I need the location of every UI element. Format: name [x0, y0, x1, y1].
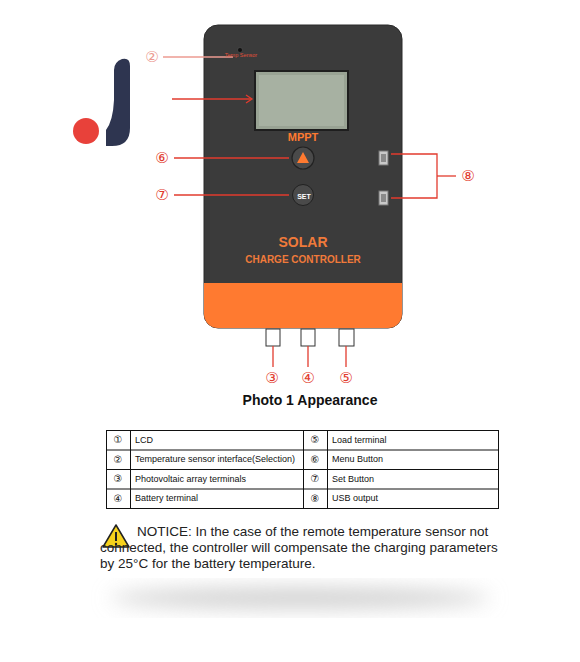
- table-cell: Battery terminal: [131, 490, 302, 508]
- terminal: [266, 329, 280, 346]
- callout-number: ④: [301, 371, 314, 386]
- callout-number: ⑤: [339, 371, 352, 386]
- leader-line: [163, 56, 233, 57]
- callout-number: ②: [145, 50, 158, 65]
- lcd-screen: [255, 71, 348, 130]
- callout-number: ⑧: [461, 169, 474, 184]
- figure-caption: Photo 1 Appearance: [243, 392, 378, 408]
- logo-mark: [106, 59, 130, 146]
- lcd-glass: [259, 75, 344, 126]
- menu-button: [292, 147, 314, 169]
- bracket: [391, 154, 437, 198]
- terminal: [339, 329, 354, 346]
- button-label: SET: [297, 193, 311, 200]
- menu-arrow: [297, 152, 309, 163]
- table-number: ⑧: [304, 490, 326, 508]
- table-columns: [131, 431, 328, 509]
- table-cell: Load terminal: [328, 431, 497, 449]
- terminal: [301, 329, 315, 346]
- callout-number: ③: [265, 371, 278, 386]
- table-number: ⑥: [304, 451, 326, 469]
- table-number: ②: [107, 451, 129, 469]
- table-cell: Photovoltaic array terminals: [131, 470, 302, 488]
- usb-port: [379, 151, 388, 165]
- port-label: Temp Sensor: [225, 53, 257, 59]
- table-cell: USB output: [328, 490, 497, 508]
- callout-number: ⑦: [155, 188, 168, 203]
- table-number: ①: [107, 431, 129, 449]
- product-title: SOLAR: [279, 235, 328, 249]
- table-number: ④: [107, 490, 129, 508]
- leader-line: [174, 194, 289, 195]
- sensor-port: [238, 48, 243, 53]
- leader-line: [172, 98, 251, 99]
- shadow: [110, 588, 490, 608]
- leader-arrow: [246, 95, 252, 103]
- usb-port: [381, 194, 386, 202]
- product-subtitle: CHARGE CONTROLLER: [245, 255, 361, 265]
- table-cell: Set Button: [328, 470, 497, 488]
- table-number: ⑤: [304, 431, 326, 449]
- table-cell: LCD: [131, 431, 302, 449]
- mode-label: MPPT: [288, 132, 319, 143]
- usb-port: [381, 154, 386, 162]
- table-cell: Temperature sensor interface(Selection): [131, 451, 302, 469]
- notice-text: NOTICE: In the case of the remote temper…: [100, 524, 500, 572]
- set-button: SET: [292, 184, 314, 206]
- leader-line: [307, 346, 308, 367]
- housing-bottom: [204, 283, 402, 305]
- table-number: ⑦: [304, 470, 326, 488]
- logo-dot: [73, 118, 99, 144]
- housing-bottom: [204, 283, 402, 328]
- leader-line: [345, 346, 346, 367]
- table-border: [107, 431, 499, 509]
- table-cell: Menu Button: [328, 451, 497, 469]
- housing-top: [204, 25, 402, 328]
- leader-line: [272, 346, 273, 367]
- leader-line: [437, 175, 456, 176]
- controller-housing: Temp SensorMPPT SOLAR CHARGE CONTROLLER SET: [204, 25, 402, 328]
- leader-line: [174, 157, 289, 158]
- warning-mark: [115, 532, 117, 541]
- table-rows: [107, 450, 499, 489]
- usb-port: [379, 191, 388, 205]
- table-number: ③: [107, 470, 129, 488]
- callout-number: ⑥: [155, 151, 168, 166]
